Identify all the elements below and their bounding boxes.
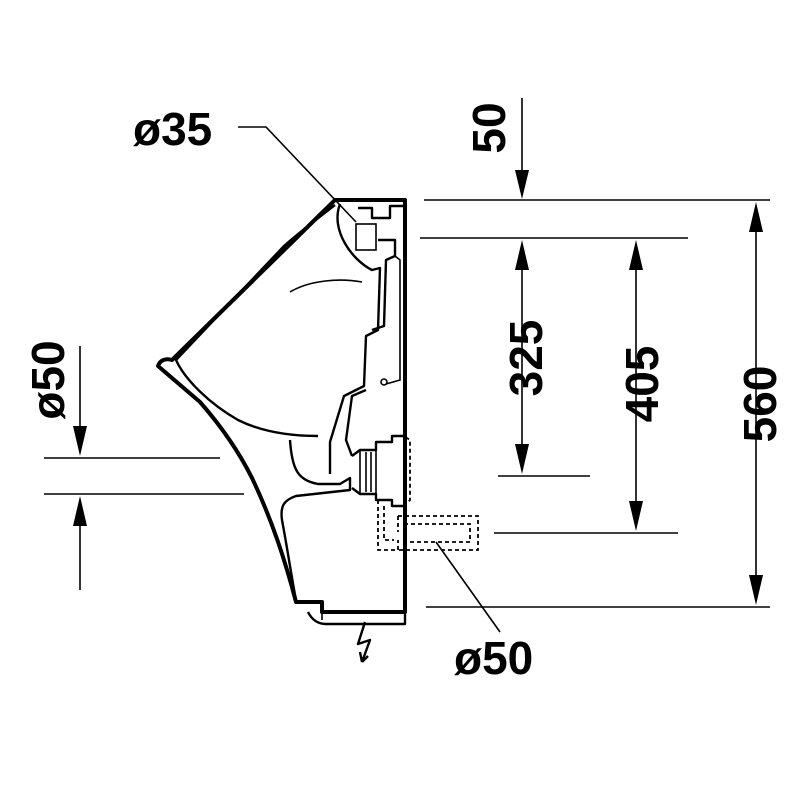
leader-lines	[238, 126, 501, 633]
height-325-label: 325	[500, 320, 552, 397]
extension-lines	[44, 199, 770, 608]
urinal-outline	[156, 198, 479, 626]
height-405-label: 405	[616, 346, 668, 423]
side-outlet-diameter-label: ø50	[22, 340, 74, 419]
top-offset-label: 50	[463, 102, 515, 153]
dimension-50-top	[515, 98, 529, 199]
lightning-icon	[356, 621, 372, 663]
dimension-405	[629, 240, 643, 531]
dimension-560	[749, 202, 763, 605]
dimension-325	[515, 240, 529, 474]
dimension-side-50	[73, 346, 87, 590]
height-560-label: 560	[734, 366, 786, 443]
rear-outlet-diameter-label: ø50	[454, 632, 533, 684]
inlet-diameter-label: ø35	[133, 103, 212, 155]
